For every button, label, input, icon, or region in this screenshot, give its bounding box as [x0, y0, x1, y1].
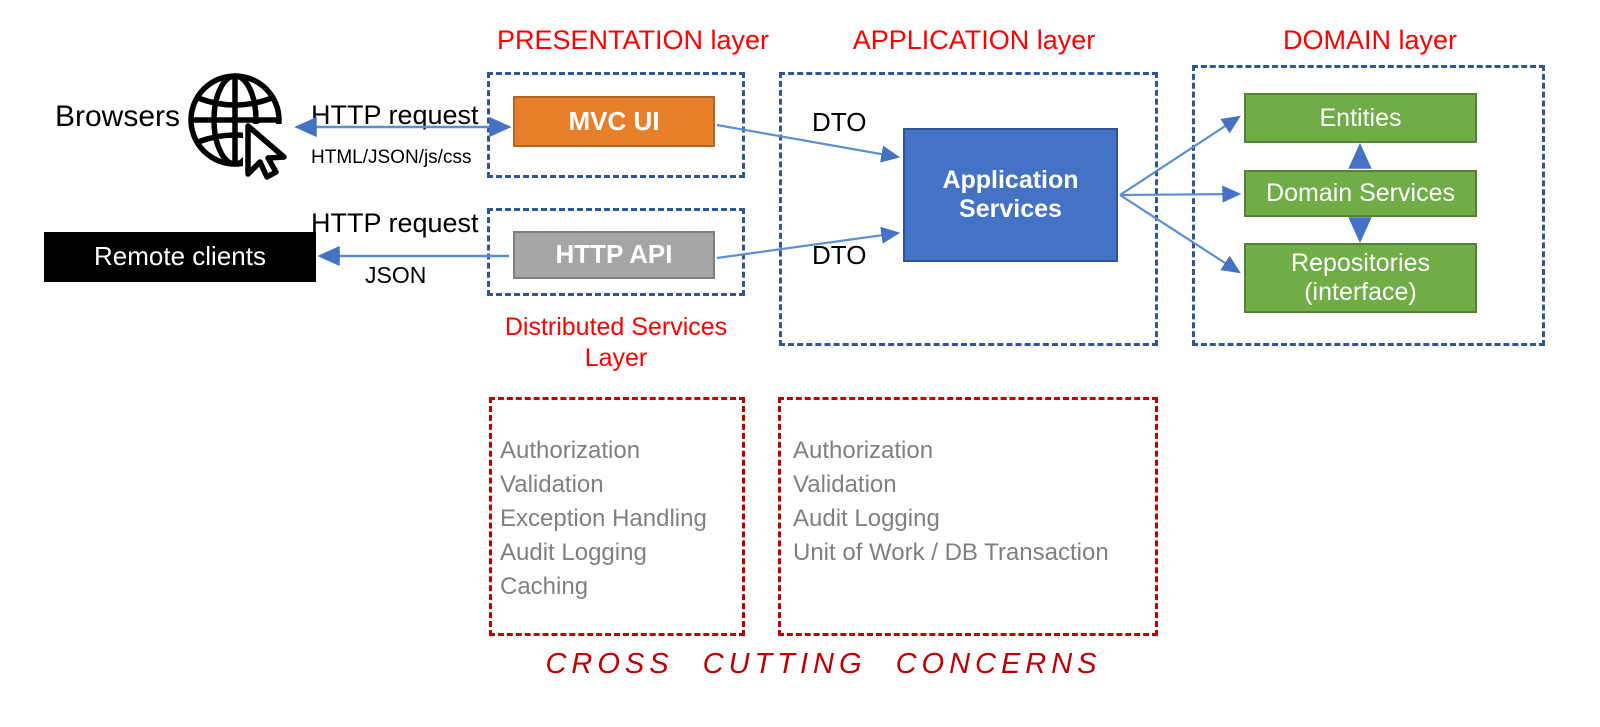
presentation-layer-title: PRESENTATION layer [497, 25, 770, 55]
concern-item: Caching [500, 573, 589, 601]
dto-top-label: DTO [812, 107, 867, 137]
concern-item: Validation [793, 471, 897, 499]
presentation-crosscutting-container [489, 397, 745, 636]
browser-request-label: HTTP request [311, 100, 479, 130]
mvc-ui-node[interactable]: MVC UI [513, 96, 715, 147]
application-layer-title: APPLICATION layer [852, 25, 1096, 55]
concern-item: Authorization [793, 437, 934, 464]
application-services-line-1: Application [942, 166, 1079, 195]
concern-item: Audit Logging [793, 505, 940, 533]
repositories-line-1: Repositories [1291, 249, 1430, 278]
domain-layer-title: DOMAIN layer [1282, 25, 1458, 55]
repositories-node[interactable]: Repositories (interface) [1244, 243, 1477, 313]
cross-cutting-concerns-banner: CROSS CUTTING CONCERNS [545, 648, 1102, 680]
domain-services-node[interactable]: Domain Services [1244, 170, 1477, 217]
concern-item: Unit of Work / DB Transaction [793, 539, 1109, 567]
browser-response-label: HTML/JSON/js/css [311, 147, 472, 168]
concern-item: Validation [500, 471, 604, 499]
concern-item: Exception Handling [500, 505, 707, 533]
globe-with-cursor-icon [186, 68, 292, 180]
remote-response-label: JSON [365, 262, 427, 288]
presentation-concerns-list: Authorization Validation Exception Handl… [500, 434, 707, 604]
application-concerns-list: Authorization Validation Audit Logging U… [793, 434, 1109, 570]
entities-node[interactable]: Entities [1244, 93, 1477, 143]
distributed-services-layer-line1: Distributed Services Layer [504, 313, 728, 373]
concern-item: Audit Logging [500, 539, 647, 567]
application-services-node[interactable]: Application Services [903, 128, 1118, 262]
distributed-services-layer-title: Distributed Services Layer [487, 312, 745, 375]
repositories-line-2: (interface) [1304, 278, 1417, 306]
remote-request-label: HTTP request [311, 208, 479, 238]
application-services-line-2: Services [959, 195, 1062, 223]
http-api-node[interactable]: HTTP API [513, 231, 715, 279]
dto-bottom-label: DTO [812, 240, 867, 270]
remote-clients-node: Remote clients [44, 232, 316, 282]
concern-item: Authorization [500, 437, 641, 464]
application-crosscutting-container [778, 397, 1158, 636]
browsers-label: Browsers [55, 100, 181, 133]
